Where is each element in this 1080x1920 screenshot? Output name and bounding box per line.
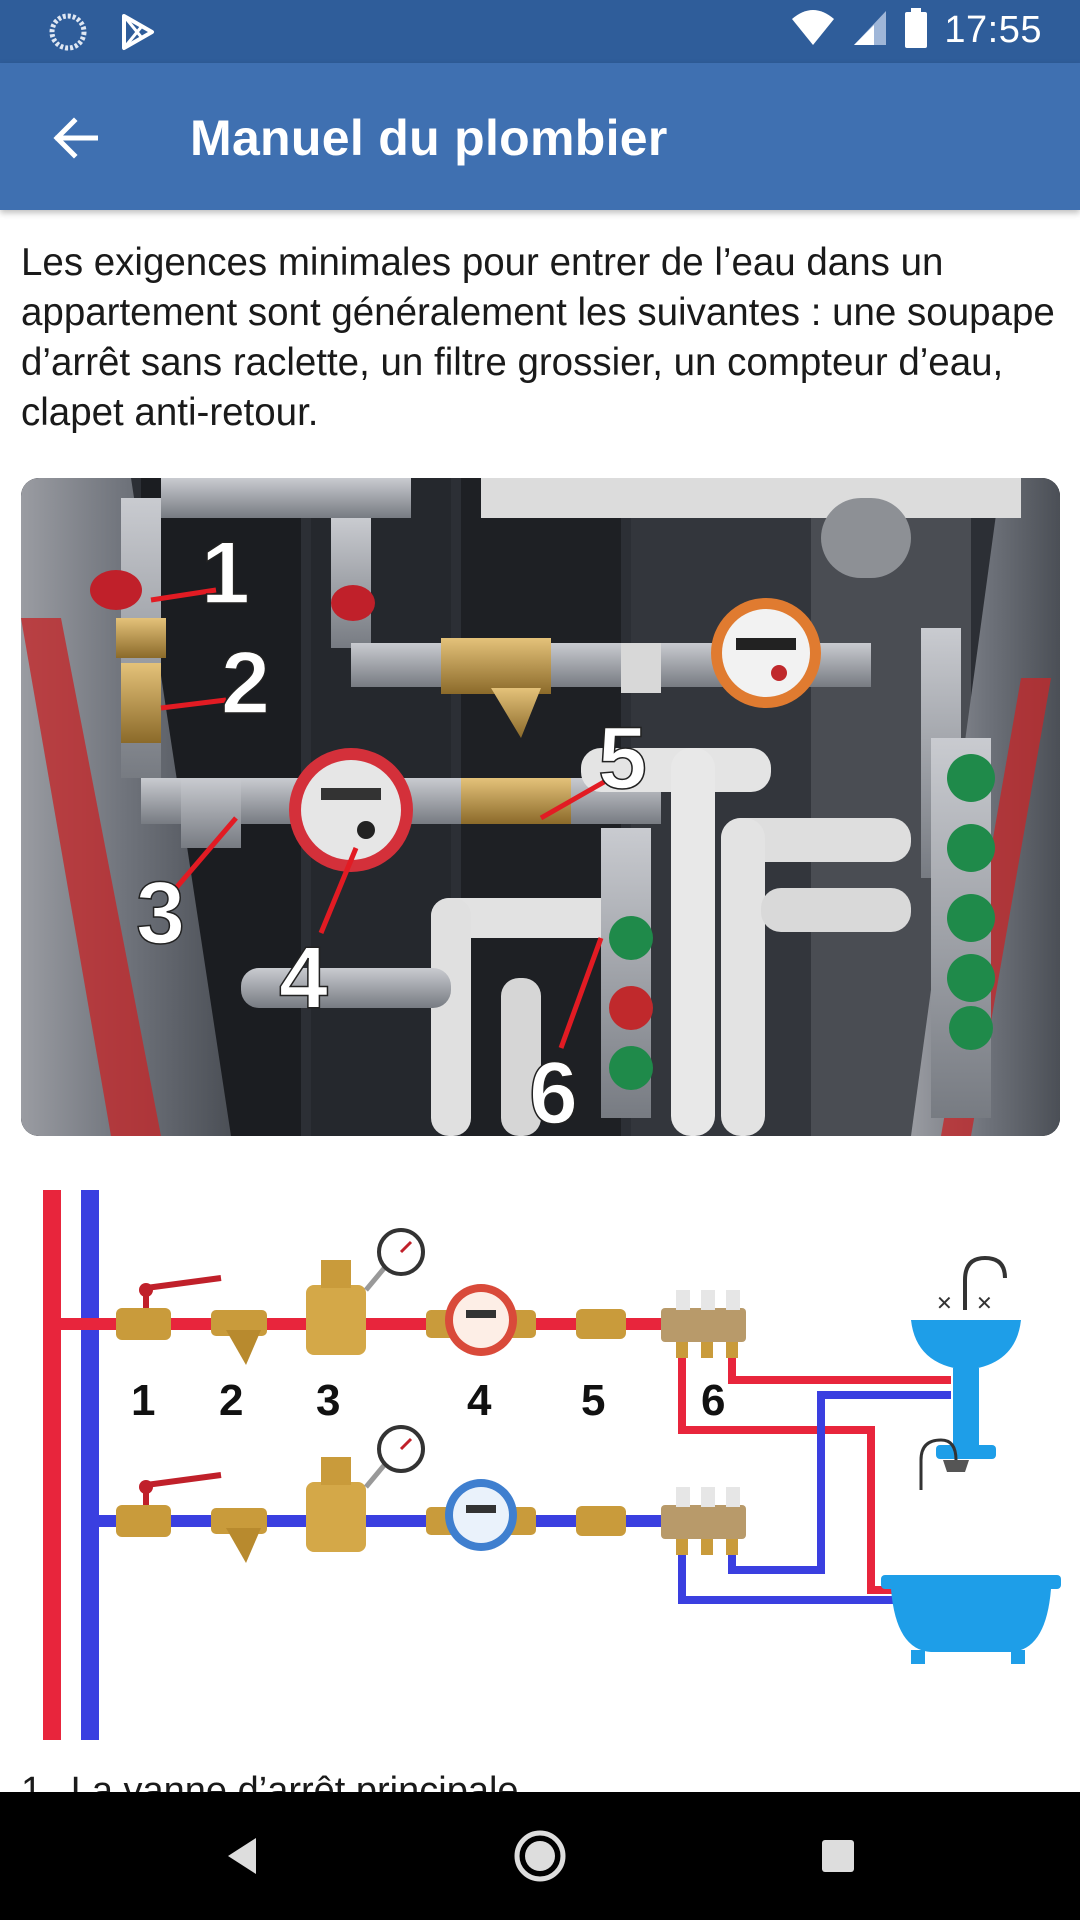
back-triangle-icon [228, 1838, 256, 1874]
diagram-label-2: 2 [219, 1376, 243, 1425]
system-nav-bar [0, 1792, 1080, 1920]
hot-ball-valve [116, 1275, 222, 1340]
cold-filter [211, 1508, 267, 1563]
home-circle-icon [514, 1830, 566, 1882]
diagram-label-6: 6 [701, 1376, 725, 1425]
article-content[interactable]: Les exigences minimales pour entrer de l… [0, 210, 1080, 1792]
hot-pressure-reducer [306, 1228, 425, 1355]
photo-label-1: 1 [201, 523, 250, 622]
cold-manifold [661, 1487, 746, 1555]
cold-ball-valve [116, 1472, 222, 1537]
hot-manifold [661, 1290, 746, 1358]
sink-icon: ✕ ✕ [911, 1255, 1021, 1459]
plumbing-diagram: ✕ ✕ 1 2 3 4 5 6 [21, 1170, 1061, 1792]
photo-label-3: 3 [136, 863, 185, 962]
status-time: 17:55 [944, 9, 1042, 51]
hot-water-meter [426, 1284, 536, 1356]
diagram-label-3: 3 [316, 1376, 340, 1425]
list-item-number: 1. [21, 1770, 53, 1792]
hot-check-valve [576, 1309, 626, 1339]
diagram-label-4: 4 [467, 1376, 492, 1425]
diagram-label-1: 1 [131, 1376, 155, 1425]
photo-label-6: 6 [529, 1043, 578, 1136]
list-item: 1. La vanne d’arrêt principale [21, 1770, 519, 1792]
back-button[interactable] [40, 103, 110, 173]
wifi-icon [790, 9, 836, 52]
diagram-label-5: 5 [581, 1376, 605, 1425]
svg-text:✕: ✕ [936, 1293, 953, 1315]
nav-back-button[interactable] [212, 1826, 272, 1886]
cold-water-meter [426, 1479, 536, 1551]
cold-check-valve [576, 1506, 626, 1536]
nav-home-button[interactable] [510, 1826, 570, 1886]
play-store-icon [118, 12, 158, 57]
signal-icon [852, 9, 888, 52]
status-bar: 17:55 [0, 0, 1080, 63]
arrow-back-icon [53, 117, 98, 159]
cold-pressure-reducer [306, 1425, 425, 1552]
loading-circle-icon [48, 12, 88, 57]
hot-filter [211, 1310, 267, 1365]
app-bar: Manuel du plombier [0, 63, 1080, 210]
intro-paragraph: Les exigences minimales pour entrer de l… [21, 241, 1055, 434]
battery-icon [904, 8, 928, 53]
plumbing-photo: 1 2 3 4 5 6 [21, 478, 1060, 1136]
photo-label-4: 4 [279, 928, 328, 1027]
photo-label-2: 2 [221, 633, 270, 732]
svg-text:✕: ✕ [976, 1293, 993, 1315]
page-title: Manuel du plombier [190, 110, 668, 166]
photo-label-5: 5 [598, 708, 647, 807]
bathtub-icon [881, 1438, 1061, 1664]
list-item-text: La vanne d’arrêt principale [70, 1770, 519, 1792]
recents-square-icon [822, 1840, 854, 1872]
nav-recents-button[interactable] [808, 1826, 868, 1886]
